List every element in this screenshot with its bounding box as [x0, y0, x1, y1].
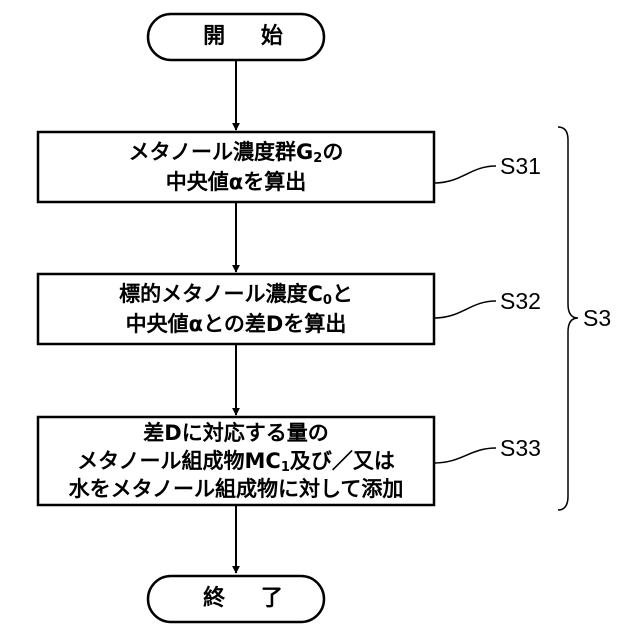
step-text-s31: メタノール濃度群G2の 中央値αを算出 [38, 132, 434, 202]
step-text-s33: 差Dに対応する量の メタノール組成物MC1及び／又は 水をメタノール組成物に対し… [38, 417, 434, 505]
end-label: 終 了 [148, 576, 338, 622]
leader-s32 [434, 301, 496, 318]
start-label-text: 開 始 [203, 22, 297, 52]
step-s33-line-1: 差Dに対応する量の [143, 419, 328, 447]
leader-s33 [434, 448, 496, 463]
step-s31-line-2: 中央値αを算出 [166, 167, 306, 197]
group-brace-s3 [558, 127, 578, 510]
step-ref-s32: S32 [500, 288, 541, 314]
start-label: 開 始 [148, 14, 338, 60]
step-s32-line-1: 標的メタノール濃度C0と [119, 279, 353, 309]
step-ref-s31: S31 [500, 153, 541, 179]
step-text-s32: 標的メタノール濃度C0と 中央値αとの差Dを算出 [38, 274, 434, 344]
group-ref-s3: S3 [583, 305, 611, 331]
step-s31-line-1: メタノール濃度群G2の [129, 137, 344, 167]
end-label-text: 終 了 [203, 584, 297, 614]
step-s33-line-2: メタノール組成物MC1及び／又は [77, 447, 395, 475]
leader-s31 [434, 166, 496, 183]
step-s32-line-2: 中央値αとの差Dを算出 [126, 309, 347, 339]
step-ref-s33: S33 [500, 435, 541, 461]
step-s33-line-3: 水をメタノール組成物に対して添加 [69, 475, 404, 503]
